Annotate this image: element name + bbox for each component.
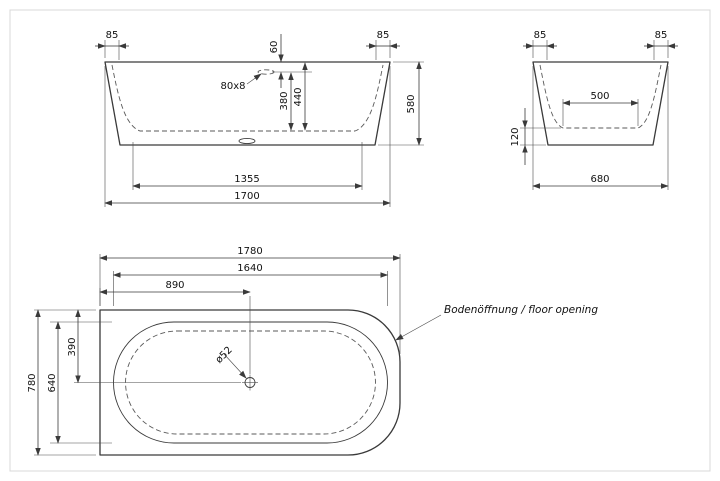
front-elevation-view: 80x8 85 85 60 380 xyxy=(95,30,424,207)
tub-outline-plan xyxy=(99,309,401,456)
overflow-slot-label: 80x8 xyxy=(220,81,245,92)
overflow-leader-line xyxy=(246,73,262,85)
floor-opening-leader-line xyxy=(395,314,442,341)
dim-label: 85 xyxy=(655,30,668,41)
dim-plan-outer-width: 780 xyxy=(27,309,96,456)
dim-side-base-height: 120 xyxy=(510,108,561,165)
dim-label: 1640 xyxy=(237,263,262,274)
dim-label: 390 xyxy=(67,337,78,356)
dim-side-overhang-left: 85 xyxy=(523,30,557,60)
dim-label: 780 xyxy=(27,373,38,392)
dim-side-outer-width: 680 xyxy=(532,66,669,190)
dim-front-height: 580 xyxy=(378,61,424,146)
dim-drain-diameter: ø52 xyxy=(214,345,247,379)
dim-label: 640 xyxy=(47,373,58,392)
tub-rim-plan xyxy=(113,321,388,444)
dim-plan-inner-length: 1640 xyxy=(112,263,389,306)
dim-front-rim-depth: 440 xyxy=(293,62,308,131)
tub-floor-plan xyxy=(125,330,376,435)
dim-label: 120 xyxy=(510,127,521,146)
dim-label: 580 xyxy=(406,94,417,113)
dim-side-overhang-right: 85 xyxy=(644,30,678,60)
dim-label: 440 xyxy=(293,87,304,106)
drain-front xyxy=(238,137,256,145)
dim-plan-drain-from-left: 890 xyxy=(99,280,251,306)
dim-front-outer-length: 1700 xyxy=(104,66,391,207)
dim-label: 1355 xyxy=(234,174,259,185)
dim-label: 60 xyxy=(269,41,280,54)
tub-inner-edge-front xyxy=(111,64,384,132)
dim-label: 680 xyxy=(590,174,609,185)
drawing-border xyxy=(9,9,711,472)
floor-opening-label: Bodenöffnung / floor opening xyxy=(444,304,598,316)
tub-outline-front xyxy=(104,61,391,146)
tub-outline-side xyxy=(532,61,669,146)
dim-label: 380 xyxy=(279,91,290,110)
drain-plan xyxy=(242,374,258,391)
dim-label: 85 xyxy=(377,30,390,41)
dim-label: 1700 xyxy=(234,191,259,202)
dim-label: 500 xyxy=(590,91,609,102)
dim-label: 890 xyxy=(165,280,184,291)
floor-opening-callout: Bodenöffnung / floor opening xyxy=(395,304,598,341)
dim-front-inner-length: 1355 xyxy=(132,142,363,190)
dim-label: 1780 xyxy=(237,246,262,257)
dim-front-inner-depth: 380 xyxy=(279,72,294,131)
overflow-slot xyxy=(257,69,275,75)
plan-view: ø52 1780 1640 890 780 xyxy=(27,246,598,456)
dim-label: 85 xyxy=(534,30,547,41)
dim-front-overhang-right: 85 xyxy=(366,30,400,60)
dim-side-inner-width: 500 xyxy=(562,91,639,126)
dim-plan-drain-from-top: 390 xyxy=(67,309,81,384)
side-elevation-view: 85 85 500 120 xyxy=(510,30,678,190)
dim-front-overhang-left: 85 xyxy=(95,30,129,60)
tub-inner-edge-side xyxy=(539,64,662,129)
dim-plan-inner-width: 640 xyxy=(47,321,112,444)
dim-front-overflow-offset: 60 xyxy=(269,34,312,88)
dim-label: 85 xyxy=(106,30,119,41)
